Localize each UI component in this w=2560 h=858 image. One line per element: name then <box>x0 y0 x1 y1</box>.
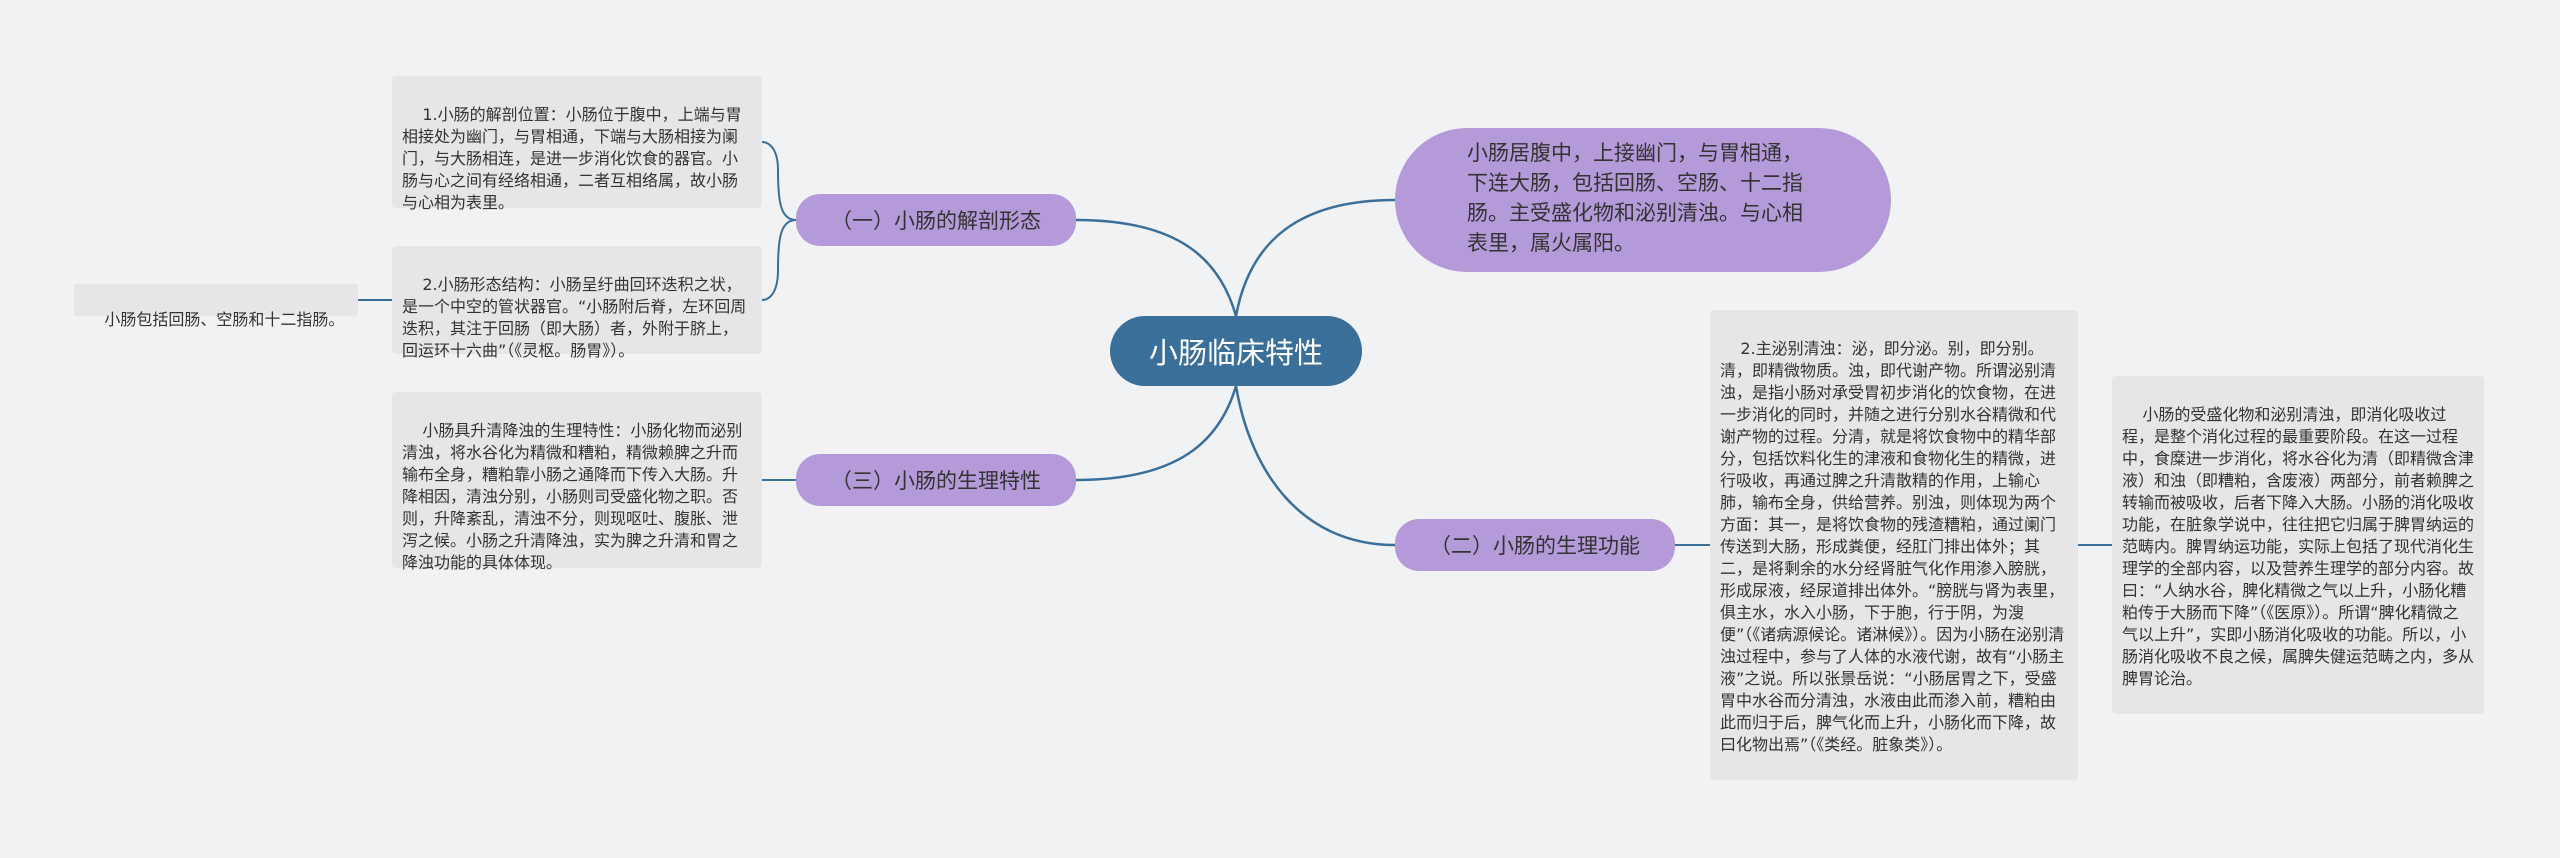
leaf-anatomy-position[interactable]: 1.小肠的解剖位置：小肠位于腹中，上端与胃相接处为幽门，与胃相通，下端与大肠相接… <box>392 76 762 212</box>
leaf-physiology-traits[interactable]: 小肠具升清降浊的生理特性：小肠化物而泌别清浊，将水谷化为精微和糟粕，精微赖脾之升… <box>392 392 762 572</box>
branch-physiology-traits-label: （三）小肠的生理特性 <box>831 469 1041 493</box>
branch-anatomy[interactable]: （一）小肠的解剖形态 <box>796 194 1076 246</box>
leaf-separate-clear-turbid-text: 2.主泌别清浊：泌，即分泌。别，即分别。清，即精微物质。浊，即代谢产物。所谓泌别… <box>1720 339 2065 754</box>
link-root-summary <box>1234 198 1396 317</box>
leaf-anatomy-position-text: 1.小肠的解剖位置：小肠位于腹中，上端与胃相接处为幽门，与胃相通，下端与大肠相接… <box>402 105 742 212</box>
leaf-digestion-absorption[interactable]: 小肠的受盛化物和泌别清浊，即消化吸收过程，是整个消化过程的最重要阶段。在这一过程… <box>2112 376 2484 714</box>
link-anatomy-leaf2 <box>761 219 797 301</box>
leaf-digestion-absorption-text: 小肠的受盛化物和泌别清浊，即消化吸收过程，是整个消化过程的最重要阶段。在这一过程… <box>2122 405 2475 688</box>
root-node[interactable]: 小肠临床特性 <box>1110 316 1362 386</box>
branch-physiology-function[interactable]: （二）小肠的生理功能 <box>1395 519 1675 571</box>
root-label: 小肠临床特性 <box>1148 336 1323 370</box>
leaf-anatomy-components[interactable]: 小肠包括回肠、空肠和十二指肠。 <box>74 284 358 329</box>
link-root-traits <box>1075 385 1238 482</box>
leaf-anatomy-structure-text: 2.小肠形态结构：小肠呈纡曲回环迭积之状，是一个中空的管状器官。“小肠附后脊，左… <box>402 275 747 360</box>
link-anatomy-leaf1 <box>761 141 797 221</box>
link-root-anatomy <box>1075 218 1238 317</box>
summary-node[interactable]: 小肠居腹中，上接幽门，与胃相通，下连大肠，包括回肠、空肠、十二指肠。主受盛化物和… <box>1395 128 1891 272</box>
branch-physiology-function-label: （二）小肠的生理功能 <box>1430 534 1640 558</box>
leaf-anatomy-structure[interactable]: 2.小肠形态结构：小肠呈纡曲回环迭积之状，是一个中空的管状器官。“小肠附后脊，左… <box>392 246 762 360</box>
leaf-physiology-traits-text: 小肠具升清降浊的生理特性：小肠化物而泌别清浊，将水谷化为精微和糟粕，精微赖脾之升… <box>402 421 743 572</box>
link-root-function <box>1234 385 1396 547</box>
summary-text: 小肠居腹中，上接幽门，与胃相通，下连大肠，包括回肠、空肠、十二指肠。主受盛化物和… <box>1467 141 1803 255</box>
branch-physiology-traits[interactable]: （三）小肠的生理特性 <box>796 454 1076 506</box>
leaf-separate-clear-turbid[interactable]: 2.主泌别清浊：泌，即分泌。别，即分别。清，即精微物质。浊，即代谢产物。所谓泌别… <box>1710 310 2078 780</box>
leaf-anatomy-components-text: 小肠包括回肠、空肠和十二指肠。 <box>104 310 345 329</box>
branch-anatomy-label: （一）小肠的解剖形态 <box>831 209 1041 233</box>
